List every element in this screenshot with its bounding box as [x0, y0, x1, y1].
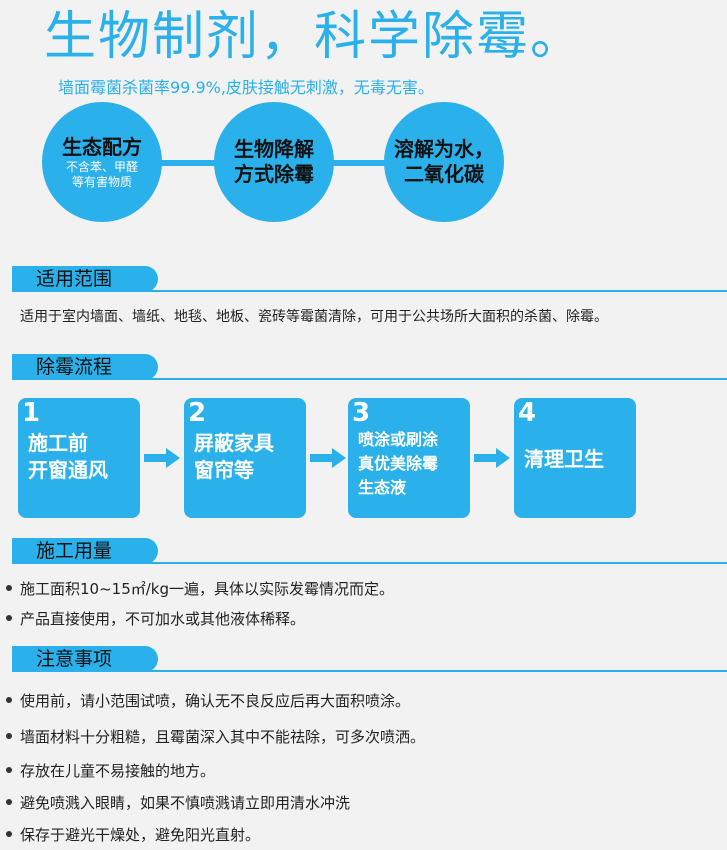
- right-arrow-icon: [310, 448, 346, 468]
- section-heading-scope: 适用范围: [12, 266, 158, 292]
- step-text-line: 开窗通风: [28, 458, 108, 482]
- feature-circle-eco-formula: 生态配方 不含苯、甲醛 等有害物质: [42, 102, 162, 222]
- step-text: 清理卫生: [524, 446, 630, 473]
- connector-line: [150, 160, 240, 166]
- step-number: 2: [188, 398, 207, 428]
- section-divider: [12, 562, 727, 564]
- feature-circle-dissolve: 溶解为水， 二氧化碳: [384, 102, 504, 222]
- step-text-line: 屏蔽家具: [194, 431, 274, 455]
- list-item: 保存于避光干燥处，避免阳光直射。: [6, 824, 260, 845]
- list-item: 施工面积10~15㎡/kg一遍，具体以实际发霉情况而定。: [6, 578, 394, 599]
- feature-title: 溶解为水，: [394, 137, 494, 161]
- section-divider: [12, 378, 727, 380]
- page-subtitle: 墙面霉菌杀菌率99.9%,皮肤接触无刺激，无毒无害。: [58, 78, 434, 97]
- connector-line: [330, 160, 410, 166]
- step-text-line: 真优美除霉: [358, 454, 439, 473]
- feature-title: 二氧化碳: [404, 162, 484, 186]
- section-heading-text: 除霉流程: [36, 356, 113, 378]
- section-heading-text: 施工用量: [36, 540, 113, 562]
- step-text-line: 清理卫生: [524, 447, 604, 471]
- feature-circle-biodegrade: 生物降解 方式除霉: [214, 102, 334, 222]
- process-step-3: 3 喷涂或刷涂 真优美除霉 生态液: [348, 398, 470, 518]
- step-text: 喷涂或刷涂 真优美除霉 生态液: [358, 428, 464, 500]
- step-number: 3: [352, 398, 371, 428]
- section-heading-notes: 注意事项: [12, 646, 158, 672]
- feature-note: 等有害物质: [71, 174, 132, 189]
- step-text-line: 施工前: [28, 431, 88, 455]
- feature-title: 方式除霉: [234, 162, 314, 186]
- step-number: 1: [22, 398, 41, 428]
- step-text-line: 窗帘等: [194, 458, 254, 482]
- section-heading-usage: 施工用量: [12, 538, 158, 564]
- section-divider: [12, 670, 727, 672]
- step-text-line: 喷涂或刷涂: [358, 430, 439, 449]
- page-title: 生物制剂，科学除霉。: [44, 7, 585, 67]
- step-number: 4: [518, 398, 537, 428]
- section-heading-process: 除霉流程: [12, 354, 158, 380]
- right-arrow-icon: [144, 448, 180, 468]
- section-divider: [12, 290, 727, 292]
- feature-row: 生态配方 不含苯、甲醛 等有害物质 生物降解 方式除霉 溶解为水， 二氧化碳: [0, 0, 727, 240]
- section-heading-text: 适用范围: [36, 268, 113, 290]
- list-item: 使用前，请小范围试喷，确认无不良反应后再大面积喷涂。: [6, 690, 410, 711]
- feature-title: 生态配方: [62, 134, 142, 159]
- step-text-line: 生态液: [358, 478, 407, 497]
- feature-title: 生物降解: [234, 137, 314, 161]
- step-text: 屏蔽家具 窗帘等: [194, 430, 300, 484]
- section-heading-text: 注意事项: [36, 648, 113, 670]
- right-arrow-icon: [474, 448, 510, 468]
- list-item: 产品直接使用，不可加水或其他液体稀释。: [6, 608, 305, 629]
- list-item: 墙面材料十分粗糙，且霉菌深入其中不能祛除，可多次喷洒。: [6, 726, 425, 747]
- list-item: 存放在儿童不易接触的地方。: [6, 760, 215, 781]
- process-step-4: 4 清理卫生: [514, 398, 636, 518]
- step-text: 施工前 开窗通风: [28, 430, 134, 484]
- feature-note: 不含苯、甲醛: [65, 159, 138, 174]
- process-step-2: 2 屏蔽家具 窗帘等: [184, 398, 306, 518]
- scope-text: 适用于室内墙面、墙纸、地毯、地板、瓷砖等霉菌清除，可用于公共场所大面积的杀菌、除…: [20, 309, 608, 325]
- list-item: 避免喷溅入眼睛，如果不慎喷溅请立即用清水冲洗: [6, 792, 350, 813]
- process-step-1: 1 施工前 开窗通风: [18, 398, 140, 518]
